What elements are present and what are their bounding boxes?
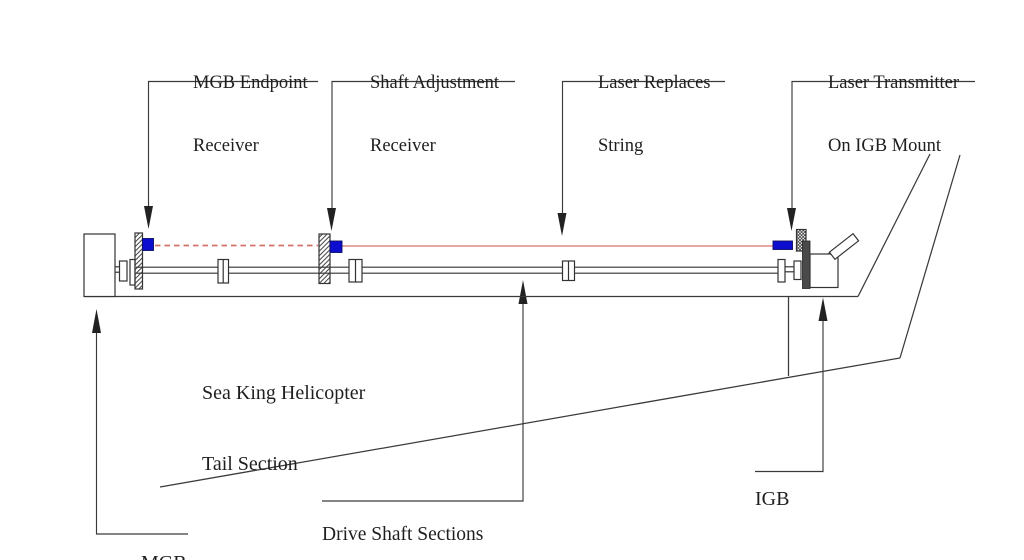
igb-gearbox-box <box>809 253 839 289</box>
callout-laser-transmitter: Laser Transmitter On IGB Mount <box>828 31 959 178</box>
callout-igb: IGB <box>755 441 789 535</box>
shaft-adjustment-receiver-marker <box>329 240 343 253</box>
igb-input-flange <box>793 260 802 281</box>
callout-text-line: String <box>598 136 644 156</box>
laser-transmitter-body <box>772 240 793 250</box>
receiver-mount-plate-adjustment <box>318 233 331 285</box>
caption-text-line: Sea King Helicopter <box>202 382 366 404</box>
callout-drive-shaft-sections: Drive Shaft Sections <box>322 476 483 560</box>
arrowhead-down <box>327 208 336 231</box>
callout-arrowheads <box>92 206 828 333</box>
callout-laser-replaces-string: Laser Replaces String <box>598 31 710 178</box>
drivetrain <box>83 228 860 298</box>
tail-rotor-output-flange-group <box>828 232 860 261</box>
airframe-outline <box>84 153 961 488</box>
tail-pylon-rear-edge-line <box>899 154 961 359</box>
callout-text-line: Receiver <box>193 136 259 156</box>
arrowhead-down <box>557 213 567 236</box>
tail-rotor-output-flange <box>828 232 860 261</box>
callout-text-line: On IGB Mount <box>828 136 942 156</box>
tail-pylon-front-edge-line <box>857 153 931 297</box>
leader-line-mgb-endpoint-receiver <box>147 80 318 207</box>
laser-alignment <box>142 238 793 253</box>
callout-shaft-adjustment-receiver: Shaft Adjustment Receiver <box>370 31 499 178</box>
callout-text-line: Laser Replaces <box>598 73 711 93</box>
caption-text-line: Tail Section <box>202 452 298 475</box>
callout-text-line: MGB <box>141 552 187 560</box>
leader-line-laser-replaces-string <box>561 80 725 213</box>
igb-mount-plate <box>802 240 811 289</box>
leader-line-shaft-adjustment-receiver <box>331 80 515 209</box>
mgb-endpoint-receiver-marker <box>142 238 154 251</box>
mgb-output-flange <box>118 260 128 282</box>
leader-line-mgb <box>95 333 188 535</box>
callout-text-line: Receiver <box>370 136 436 156</box>
callout-leaders <box>95 80 975 535</box>
receiver-mount-plate-mgb <box>134 232 144 290</box>
mgb-gearbox-box <box>83 233 116 298</box>
callout-text-line: IGB <box>755 488 790 510</box>
arrowhead-up <box>92 309 101 333</box>
shaft-couplings <box>217 258 576 284</box>
arrowhead-up <box>818 297 828 321</box>
callout-text-line: Laser Transmitter <box>828 73 960 93</box>
igb-input-flange <box>777 258 786 283</box>
arrowhead-down <box>144 206 153 229</box>
callout-text-line: Shaft Adjustment <box>370 73 499 93</box>
arrowhead-up <box>518 280 528 304</box>
arrowhead-down <box>787 208 796 231</box>
caption-tail-section: Sea King Helicopter Tail Section <box>202 335 365 500</box>
leader-line-laser-transmitter <box>791 80 975 208</box>
mgb-output-flange <box>129 258 136 286</box>
leader-line-drive-shaft-sections <box>322 304 524 502</box>
tail-boom-lower-line <box>159 357 901 488</box>
callout-text-line: Drive Shaft Sections <box>322 524 484 545</box>
callout-mgb: MGB <box>141 505 187 560</box>
callout-mgb-endpoint-receiver: MGB Endpoint Receiver <box>193 31 308 178</box>
igb-mount-bracket <box>795 228 807 252</box>
callout-text-line: MGB Endpoint <box>193 73 308 93</box>
